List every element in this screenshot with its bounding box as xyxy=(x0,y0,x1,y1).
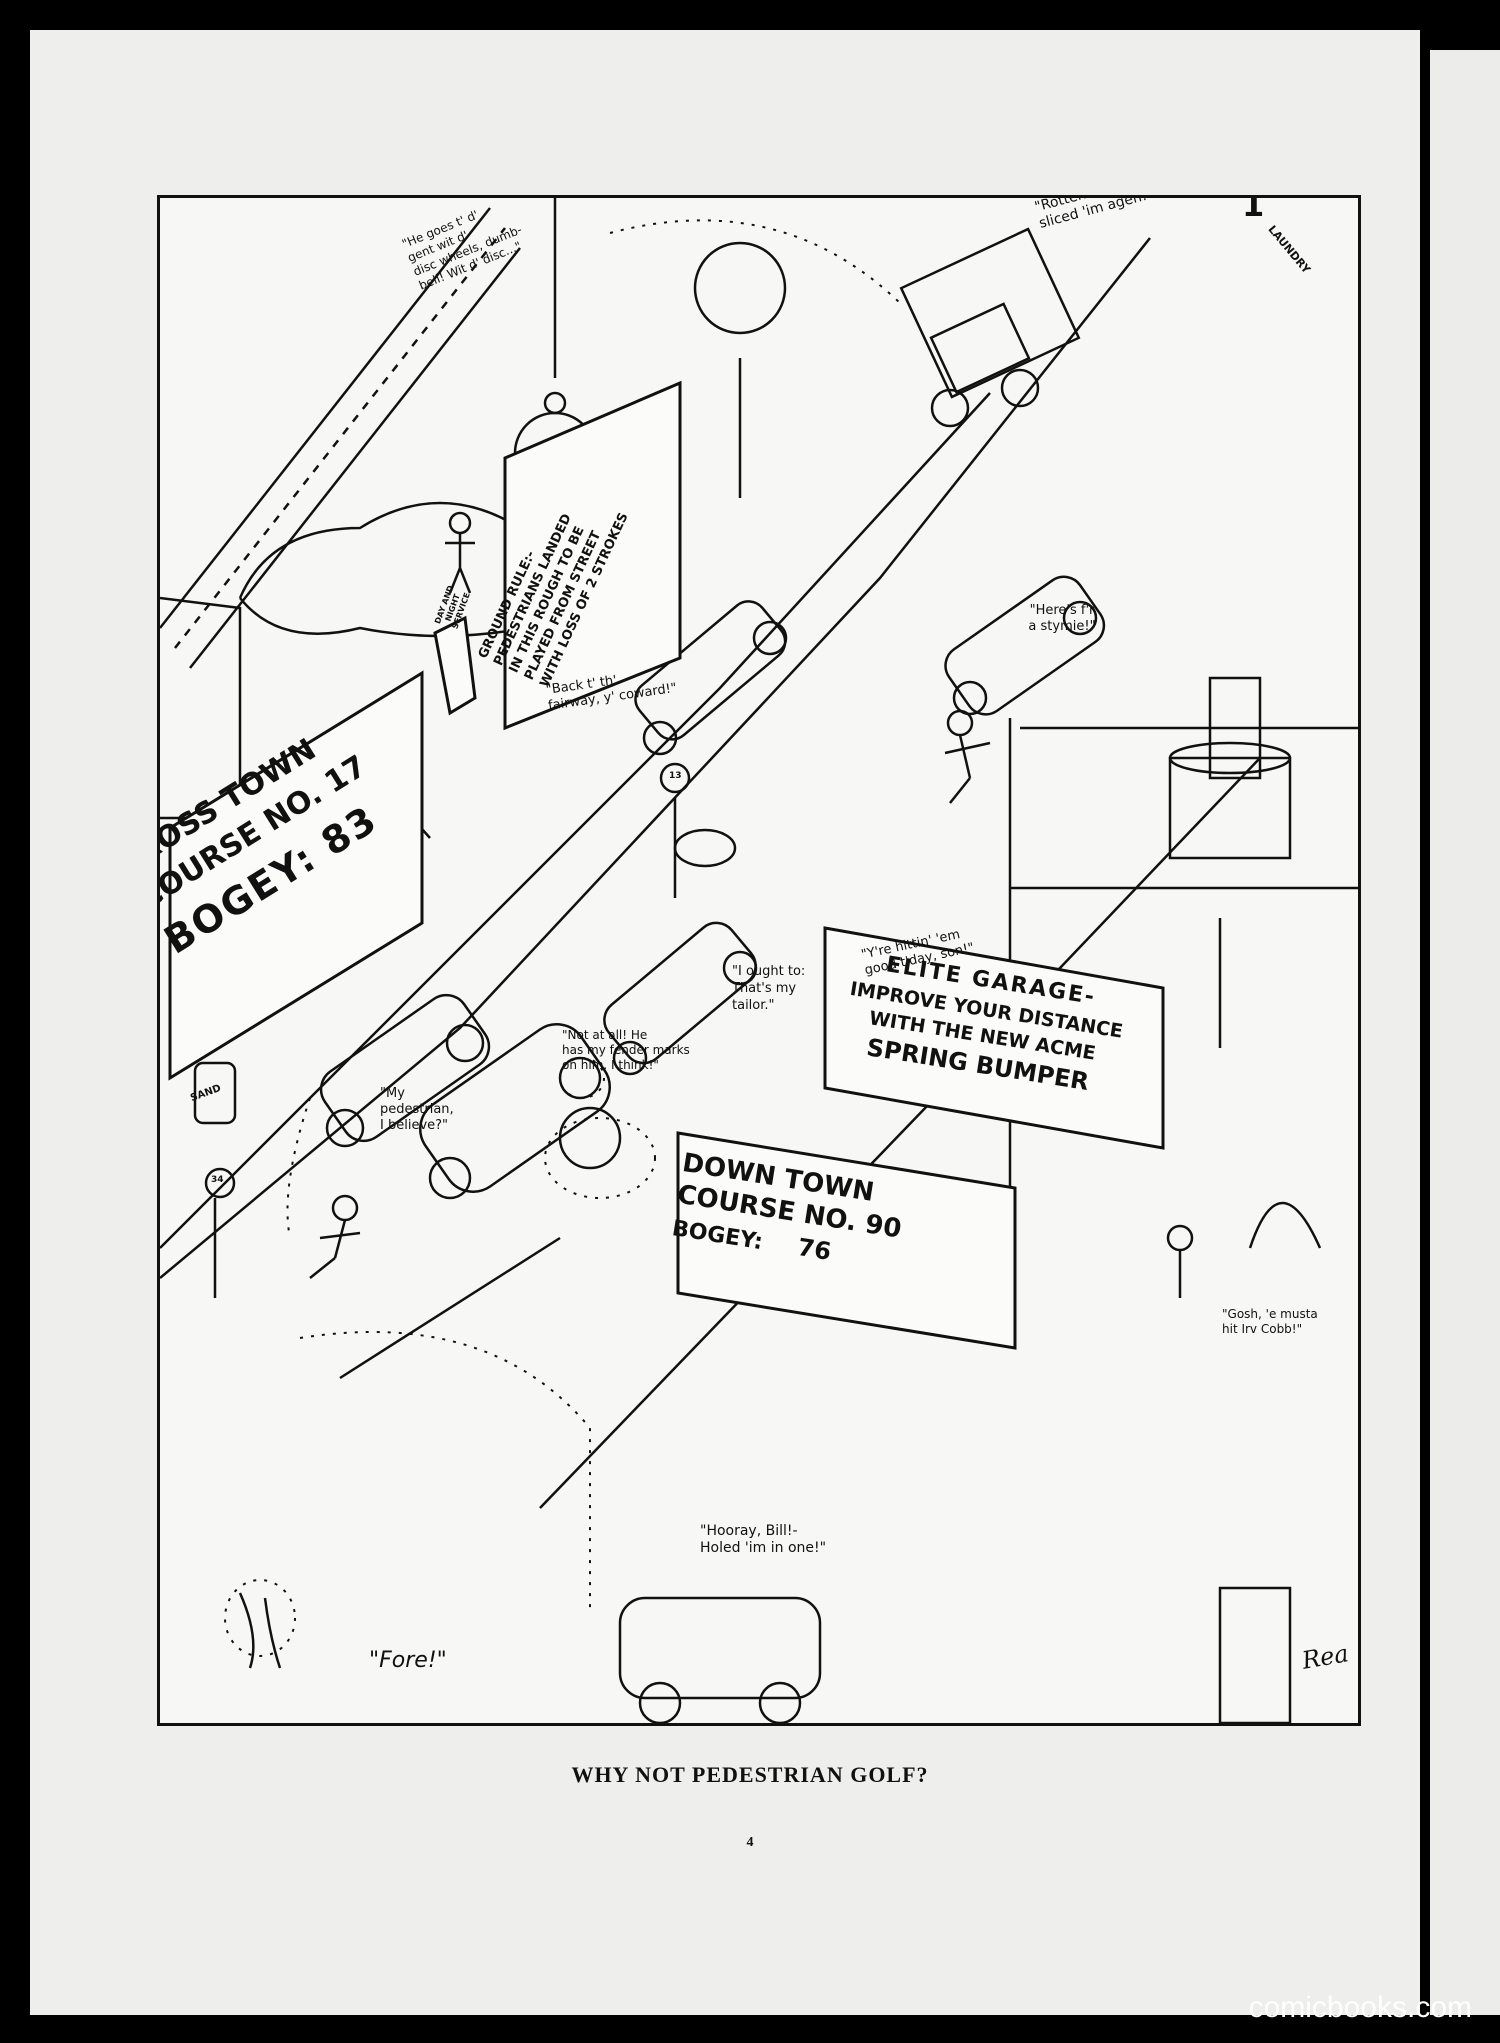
bubble-cobb: "Gosh, 'e musta hit Irv Cobb!" xyxy=(1222,1307,1352,1337)
bubble-my-pedestrian-line: "My xyxy=(380,1086,405,1101)
truck-number: 1 xyxy=(1242,195,1265,224)
bubble-fender-line: has my fender marks xyxy=(562,1043,690,1057)
page-caption: WHY NOT PEDESTRIAN GOLF? xyxy=(571,1762,929,1787)
post-number-left: 34 xyxy=(211,1175,224,1185)
bubble-tailor-line: That's my xyxy=(732,981,797,996)
next-page-edge xyxy=(1430,50,1500,2015)
bubble-my-pedestrian-line: pedestrian, xyxy=(380,1102,454,1117)
watermark: comicbooks.com xyxy=(1248,1991,1472,2024)
bubble-fender-line: "Not at all! He xyxy=(562,1028,648,1042)
bubble-fender-line: on him. I think!" xyxy=(562,1058,659,1072)
bubble-stymie: "Here's f'r a stymie!" xyxy=(1002,603,1122,635)
bubble-my-pedestrian-line: I believe?" xyxy=(380,1118,449,1133)
bubble-stymie-line: a stymie!" xyxy=(1028,619,1096,634)
bubble-my-pedestrian: "My pedestrian, I believe?" xyxy=(380,1086,500,1134)
bubble-stymie-line: "Here's f'r xyxy=(1029,603,1095,618)
bubble-hooray: "Hooray, Bill!- Holed 'im in one!" xyxy=(700,1523,870,1557)
bubble-tailor-line: "I ought to: xyxy=(732,964,806,979)
comic-panel: CROSS TOWN COURSE NO. 17 BOGEY: 83 GROUN… xyxy=(157,195,1361,1726)
bubble-hooray-line: "Hooray, Bill!- xyxy=(700,1523,798,1539)
post-number-mid: 13 xyxy=(669,771,682,781)
bubble-tailor-line: tailor." xyxy=(732,998,775,1013)
bubble-fore: "Fore!" xyxy=(369,1648,447,1673)
bubble-hooray-line: Holed 'im in one!" xyxy=(700,1540,827,1556)
bubble-fender: "Not at all! He has my fender marks on h… xyxy=(562,1028,752,1073)
bubble-cobb-line: "Gosh, 'e musta xyxy=(1222,1307,1318,1321)
bubble-cobb-line: hit Irv Cobb!" xyxy=(1222,1322,1303,1336)
down-town-value: 76 xyxy=(795,1233,834,1266)
page-number: 4 xyxy=(746,1835,754,1850)
bubble-tailor: "I ought to: That's my tailor." xyxy=(732,963,842,1014)
down-town-line3: BOGEY: xyxy=(670,1216,765,1256)
